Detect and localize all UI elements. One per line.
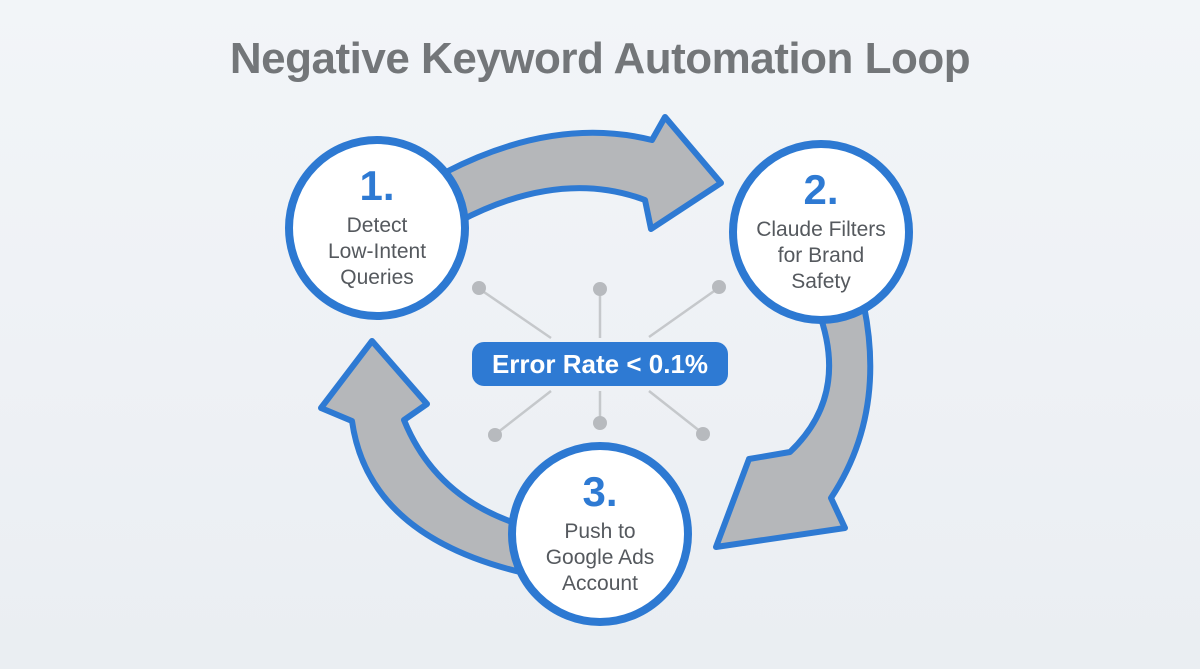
spoke-line <box>648 390 702 433</box>
step-label: Push to Google Ads Account <box>545 519 655 596</box>
step-label: Detect Low-Intent Queries <box>327 213 427 290</box>
step-circle-2: 2. Claude Filters for Brand Safety <box>729 140 913 324</box>
spoke-dot-icon <box>593 282 607 296</box>
arrow-step1-to-step2-icon <box>443 114 724 232</box>
spoke-dot-icon <box>712 280 726 294</box>
spoke-dot-icon <box>696 427 710 441</box>
spoke-dot-icon <box>472 281 486 295</box>
spoke-dot-icon <box>593 416 607 430</box>
step-circle-3: 3. Push to Google Ads Account <box>508 442 692 626</box>
diagram-title: Negative Keyword Automation Loop <box>229 34 971 83</box>
spoke-line <box>480 288 552 340</box>
step-number: 3. <box>582 467 618 515</box>
step-circle-1: 1. Detect Low-Intent Queries <box>285 136 469 320</box>
arrow-step3-to-step1-icon <box>318 338 523 575</box>
step-label: Claude Filters for Brand Safety <box>756 217 886 294</box>
step-number: 1. <box>359 161 395 209</box>
spoke-dot-icon <box>488 428 502 442</box>
error-rate-badge: Error Rate < 0.1% <box>472 342 728 386</box>
spoke-line <box>648 287 718 339</box>
step-number: 2. <box>803 165 839 213</box>
arrow-step2-to-step3-icon <box>713 303 874 550</box>
spoke-line <box>496 390 552 434</box>
